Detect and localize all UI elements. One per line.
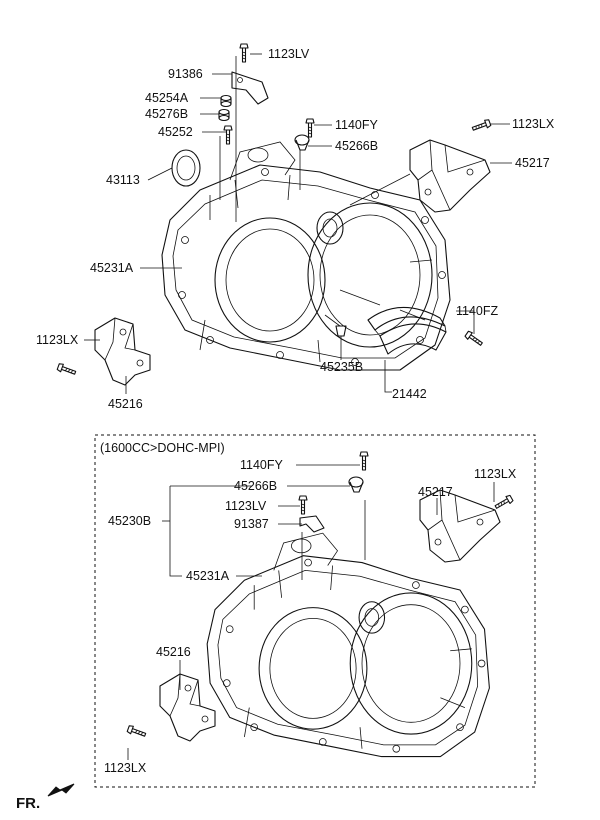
label-45266B-bottom: 45266B <box>234 479 277 493</box>
oil-seal-43113 <box>171 149 201 187</box>
label-45235B: 45235B <box>320 360 363 374</box>
direction-arrow-icon <box>47 783 75 797</box>
sensor-bracket-91387 <box>299 515 325 533</box>
top-case-illustration <box>161 141 451 371</box>
label-45217-bottom: 45217 <box>418 485 453 499</box>
label-1123LX-left: 1123LX <box>36 333 79 347</box>
label-1140FZ: 1140FZ <box>456 304 499 318</box>
label-45216-bottom: 45216 <box>156 645 191 659</box>
label-1123LX-left-bottom: 1123LX <box>104 761 147 775</box>
label-1123LX-right-bottom: 1123LX <box>474 467 517 481</box>
label-43113: 43113 <box>106 173 140 187</box>
label-1123LX-right: 1123LX <box>512 117 555 131</box>
label-45231A: 45231A <box>90 261 134 275</box>
cover-21442 <box>367 306 447 355</box>
variant-caption: (1600CC>DOHC-MPI) <box>100 441 225 455</box>
direction-label: FR. <box>16 795 40 812</box>
breather-45266B <box>294 134 310 151</box>
label-1140FY: 1140FY <box>335 118 379 132</box>
breather-45266B-bottom <box>348 476 364 493</box>
bushing-45254A <box>220 94 232 108</box>
cap-45276B <box>218 108 230 122</box>
label-45254A: 45254A <box>145 91 189 105</box>
label-1123LV-bottom: 1123LV <box>225 499 267 513</box>
label-21442: 21442 <box>392 387 427 401</box>
variant-box <box>94 434 536 788</box>
bottom-case-illustration <box>206 532 490 758</box>
label-45230B: 45230B <box>108 514 151 528</box>
label-45216: 45216 <box>108 397 143 411</box>
label-1123LV: 1123LV <box>268 47 310 61</box>
label-45231A-bottom: 45231A <box>186 569 230 583</box>
top-leader-lines <box>84 53 512 394</box>
label-45276B: 45276B <box>145 107 188 121</box>
label-45217: 45217 <box>515 156 550 170</box>
bottom-leader-lines <box>127 464 495 760</box>
label-45266B: 45266B <box>335 139 378 153</box>
label-91386: 91386 <box>168 67 203 81</box>
label-91387: 91387 <box>234 517 269 531</box>
sensor-bracket-91386 <box>231 71 269 105</box>
label-1140FY-bottom: 1140FY <box>240 458 284 472</box>
label-45252: 45252 <box>158 125 193 139</box>
pin-45235B <box>335 325 347 337</box>
